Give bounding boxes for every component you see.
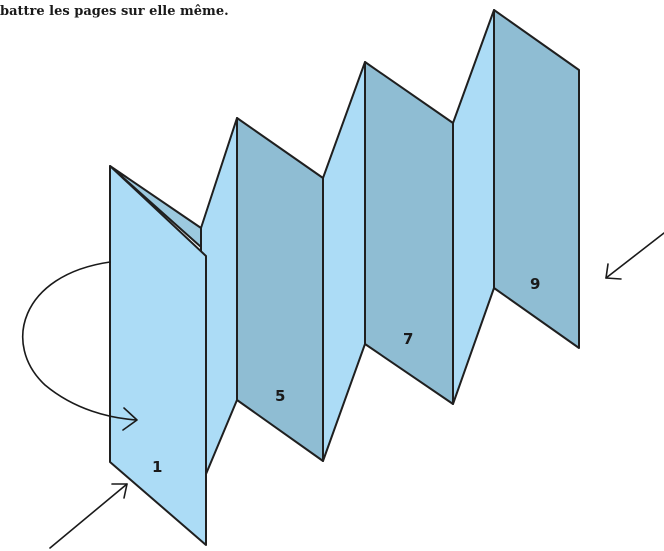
page-panel-6	[322, 61, 366, 462]
page-number-9: 9	[530, 275, 540, 293]
push-arrow-right-head	[605, 263, 622, 280]
page-panel-8	[452, 9, 495, 405]
page-panel-9	[493, 9, 580, 349]
page-panel-5	[236, 117, 324, 462]
page-number-1: 1	[152, 458, 162, 476]
page-panel-7	[364, 61, 454, 405]
push-arrow-left-line	[49, 483, 128, 549]
page-number-7: 7	[403, 330, 413, 348]
page-number-5: 5	[275, 387, 285, 405]
fold-curve-arrow	[21, 261, 137, 421]
push-arrow-left-head	[111, 483, 128, 499]
push-arrow-right-line	[605, 232, 664, 279]
instruction-caption: battre les pages sur elle même.	[0, 4, 229, 19]
page-panel-2-3	[109, 165, 207, 546]
fold-curve-arrowhead	[122, 407, 138, 431]
